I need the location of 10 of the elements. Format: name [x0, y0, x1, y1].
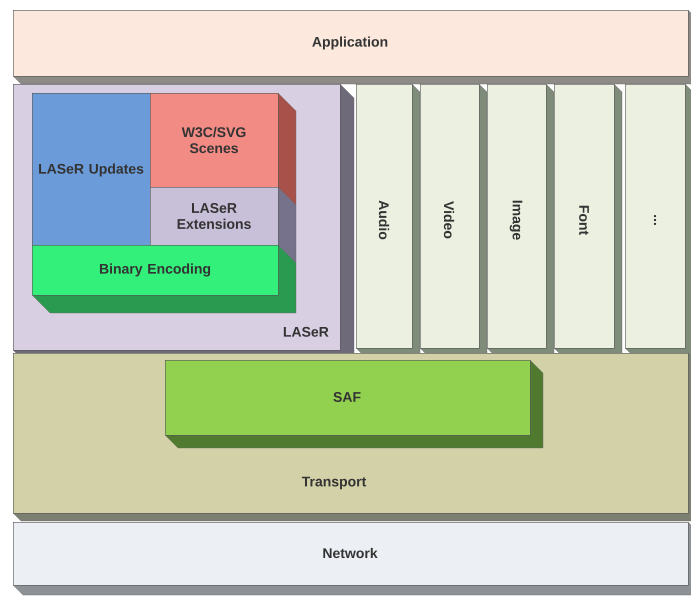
layer-box: Application — [12, 10, 691, 84]
column-box: Video — [420, 84, 488, 356]
component-box: LASeR Updates — [32, 93, 151, 246]
component-box: Binary Encoding — [32, 244, 296, 314]
column-box: Audio — [356, 84, 420, 356]
column-box: Image — [486, 84, 554, 356]
column-box: Font — [554, 84, 622, 356]
protocol-box: SAF — [164, 360, 544, 448]
column-box: ... — [624, 84, 691, 356]
layer-box: Network — [12, 522, 691, 596]
